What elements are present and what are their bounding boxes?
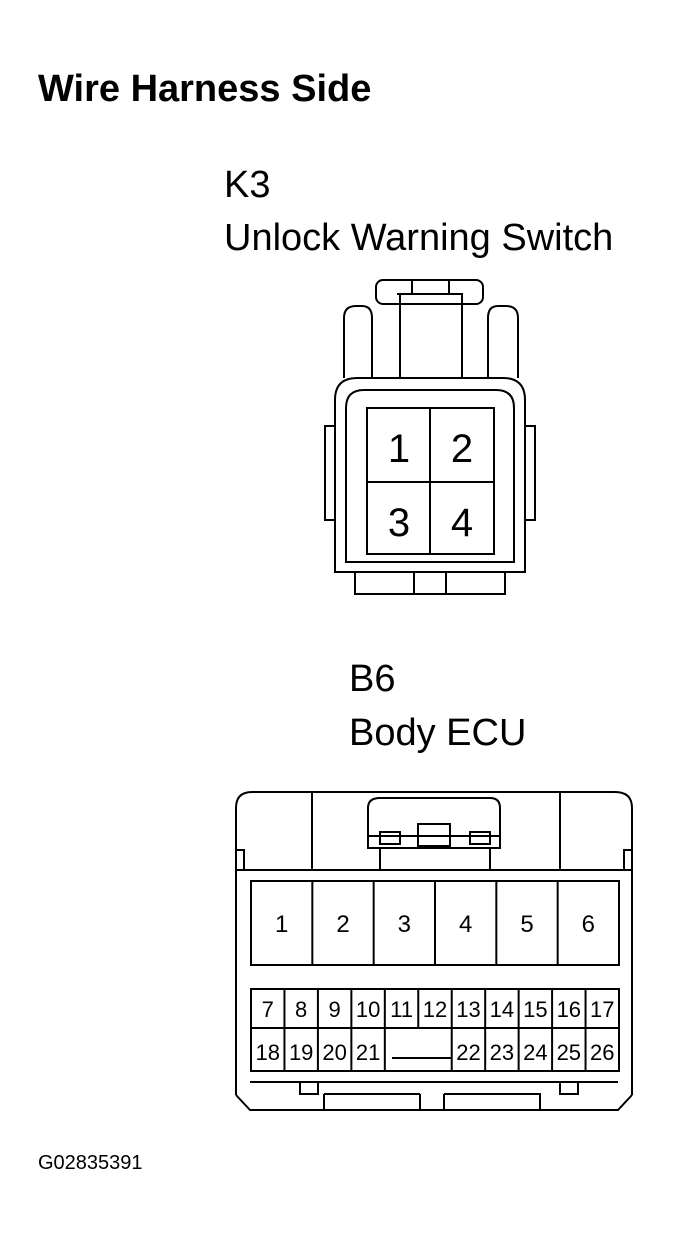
b6-pin-label: 14 xyxy=(490,997,514,1022)
b6-pin-label: 9 xyxy=(329,997,341,1022)
b6-pin-label: 7 xyxy=(262,997,274,1022)
k3-outline xyxy=(324,279,536,595)
b6-pin-label: 13 xyxy=(456,997,480,1022)
figure-id: G02835391 xyxy=(38,1152,143,1174)
b6-pin-label: 5 xyxy=(520,911,533,938)
b6-pin-label: 10 xyxy=(356,997,380,1022)
k3-pin-label: 3 xyxy=(388,501,410,545)
k3-pin-label: 1 xyxy=(388,427,410,471)
b6-pin-label: 4 xyxy=(459,911,472,938)
k3-pin-label: 2 xyxy=(451,427,473,471)
b6-pin-label: 23 xyxy=(490,1040,514,1065)
b6-connector-code: B6 xyxy=(349,658,396,700)
b6-pin-label: 21 xyxy=(356,1040,380,1065)
b6-pin-label: 8 xyxy=(295,997,307,1022)
k3-pin-label: 4 xyxy=(451,501,473,545)
b6-pin-label: 3 xyxy=(398,911,411,938)
b6-pin-label: 25 xyxy=(557,1040,581,1065)
b6-pin-label: 20 xyxy=(322,1040,346,1065)
b6-cavity-dividers xyxy=(283,881,587,1071)
b6-pin-label: 12 xyxy=(423,997,447,1022)
b6-pin-label: 17 xyxy=(590,997,614,1022)
b6-connector-name: Body ECU xyxy=(349,712,527,754)
b6-pin-label: 1 xyxy=(275,911,288,938)
k3-connector-name: Unlock Warning Switch xyxy=(224,217,614,259)
b6-pin-label: 16 xyxy=(557,997,581,1022)
b6-pin-label: 15 xyxy=(523,997,547,1022)
diagram-title: Wire Harness Side xyxy=(38,68,372,110)
b6-pin-label: 18 xyxy=(255,1040,279,1065)
k3-connector-code: K3 xyxy=(224,164,271,206)
b6-pin-label: 22 xyxy=(456,1040,480,1065)
b6-pin-label: 19 xyxy=(289,1040,313,1065)
b6-pin-label: 26 xyxy=(590,1040,614,1065)
b6-pin-label: 11 xyxy=(390,997,413,1022)
b6-pin-label: 24 xyxy=(523,1040,547,1065)
b6-pin-label: 2 xyxy=(336,911,349,938)
b6-pin-label: 6 xyxy=(582,911,595,938)
